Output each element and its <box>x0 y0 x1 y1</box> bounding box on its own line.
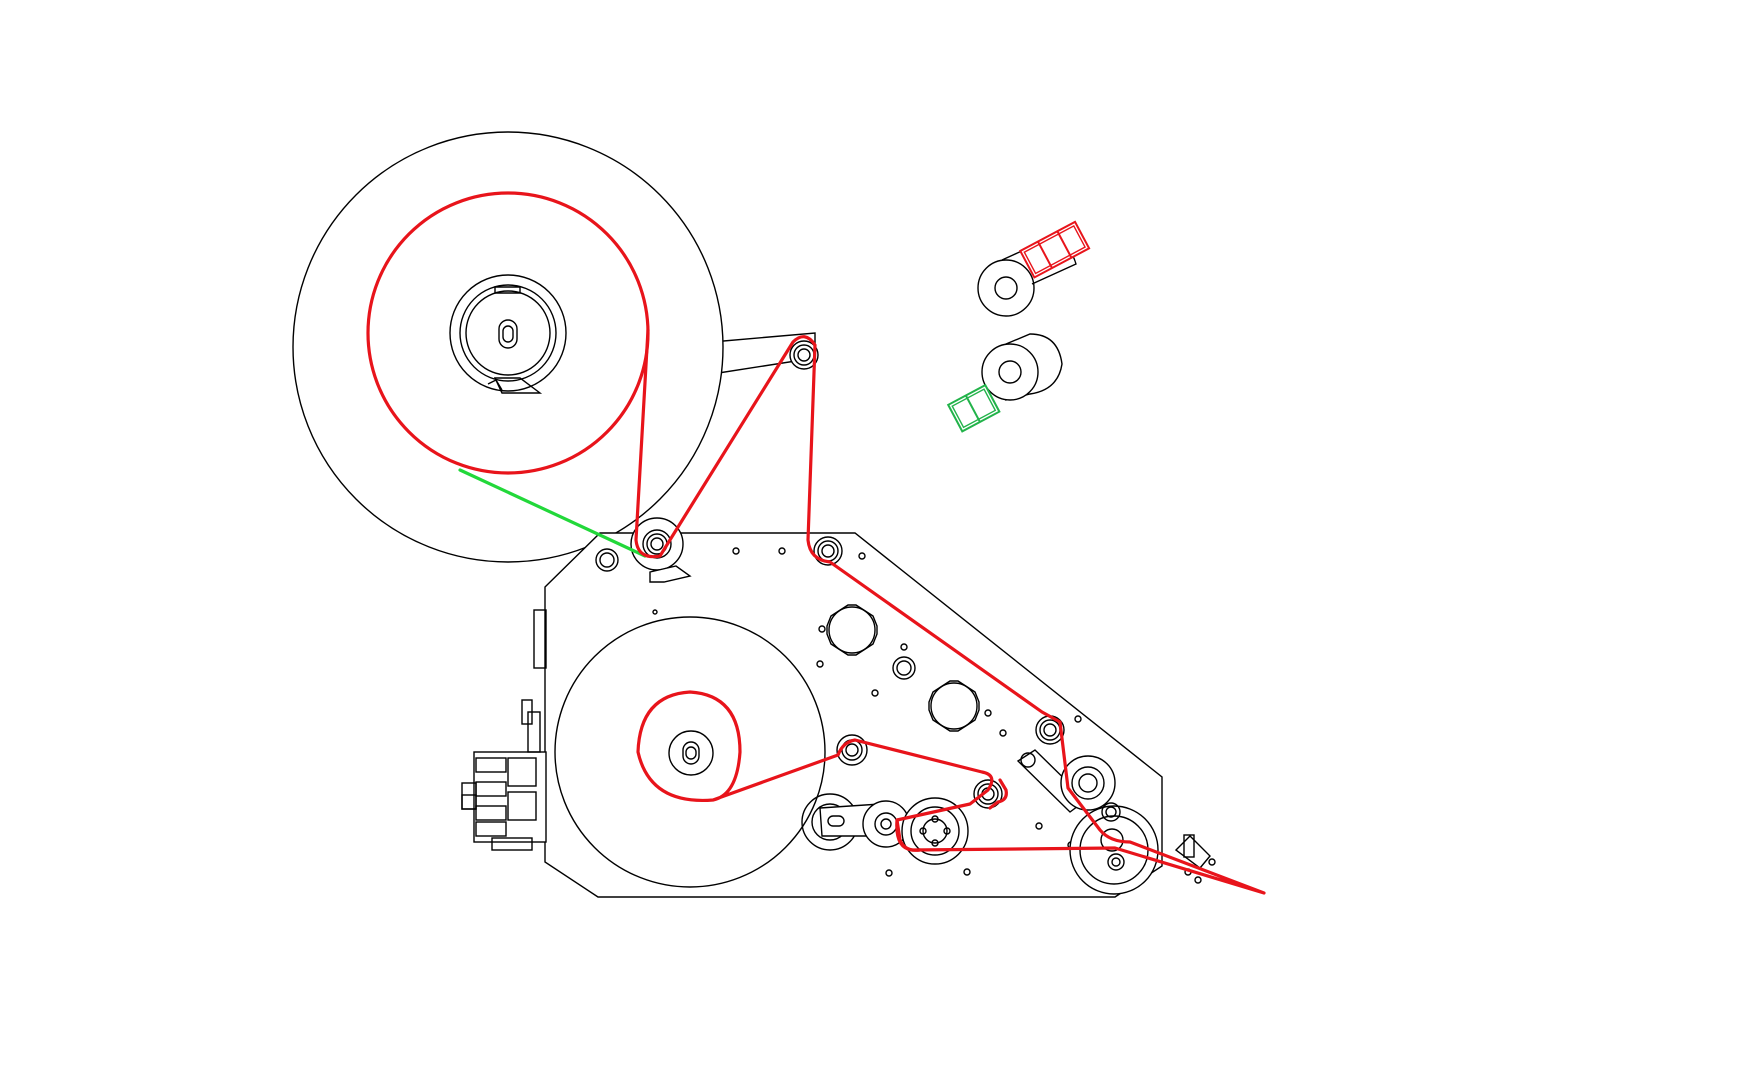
infeed-bracket <box>649 565 692 583</box>
label-roll-red-icon <box>977 220 1091 317</box>
web-path <box>366 191 1266 895</box>
roller-rewind-lower <box>973 779 1003 809</box>
liner-line <box>458 468 647 558</box>
roller-top-dancer <box>789 340 819 370</box>
supply-reel <box>292 131 816 563</box>
rewind-reel <box>554 616 826 888</box>
roller-mid-right <box>1035 715 1065 745</box>
roller-small-left <box>595 548 619 572</box>
peel-plate-holder <box>1174 834 1216 884</box>
label-roll-green-icon <box>946 333 1063 433</box>
gear-discs <box>826 604 980 732</box>
guide-rollers <box>595 340 1065 809</box>
roller-infeed <box>630 517 684 571</box>
drive-motor-block <box>461 699 547 851</box>
peel-assembly <box>1016 749 1159 895</box>
